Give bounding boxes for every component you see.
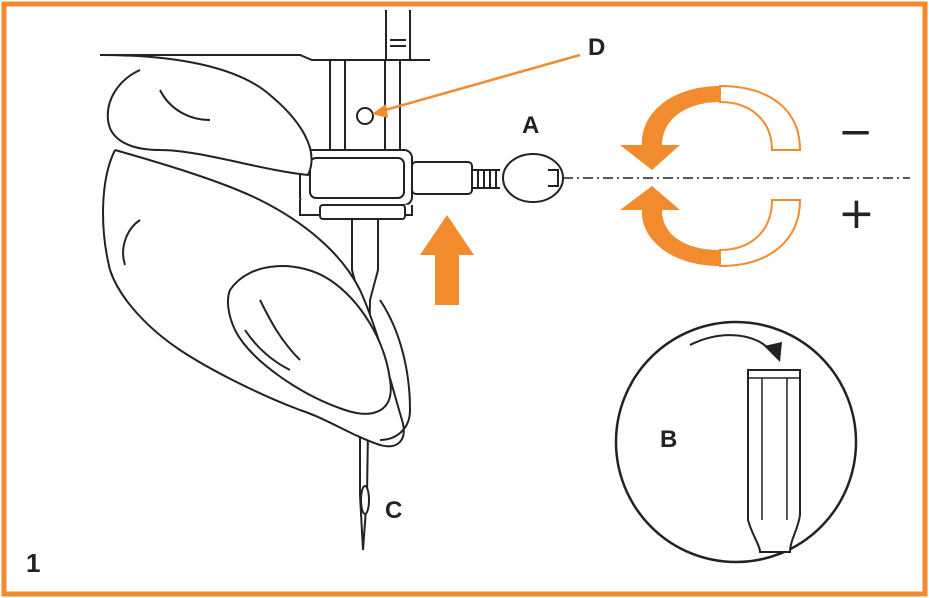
label-a: A xyxy=(522,112,539,139)
needle-clamp xyxy=(299,60,564,220)
label-d: D xyxy=(588,34,605,61)
needle-flat-side-detail xyxy=(614,320,858,564)
figure-number: 1 xyxy=(26,548,40,578)
plus-sign: + xyxy=(838,188,875,239)
machine-head xyxy=(100,10,430,61)
hand xyxy=(99,54,411,448)
label-d-pointer xyxy=(377,53,581,114)
thread-screw xyxy=(472,169,500,189)
rotation-arrows-icon xyxy=(620,84,802,268)
label-b: B xyxy=(660,426,677,453)
label-d-arrowhead xyxy=(372,104,388,118)
minus-sign: − xyxy=(838,107,873,156)
label-c: C xyxy=(385,497,402,524)
needle-hole xyxy=(356,107,374,125)
up-arrow-icon xyxy=(420,215,474,305)
